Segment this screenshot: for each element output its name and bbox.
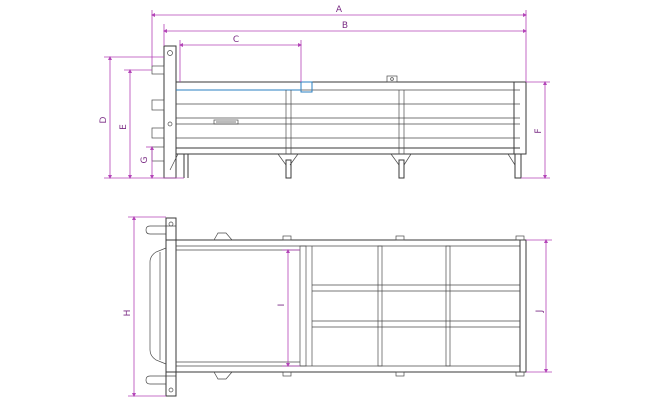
label-f: F	[534, 128, 544, 133]
dimension-j: J	[526, 239, 552, 373]
side-frame	[176, 75, 527, 155]
label-b: B	[342, 21, 348, 31]
label-g: G	[140, 156, 150, 163]
side-legs	[169, 153, 522, 179]
dimension-e: E	[119, 69, 152, 179]
dimension-c: C	[179, 35, 302, 82]
dimension-g: G	[140, 146, 154, 179]
dimension-d: D	[99, 56, 184, 179]
top-view: H I J	[123, 216, 552, 397]
top-hooks	[145, 217, 177, 397]
side-view: A B C D E	[99, 5, 550, 179]
dimension-b: B	[163, 21, 527, 46]
coupling-hook	[151, 45, 177, 179]
dimension-h: H	[123, 216, 166, 397]
label-h: H	[123, 310, 133, 317]
dimension-a: A	[151, 5, 527, 82]
label-e: E	[119, 124, 129, 130]
label-a: A	[336, 5, 343, 15]
dimension-i: I	[277, 249, 300, 367]
label-j: J	[535, 310, 545, 314]
dimension-f: F	[521, 81, 550, 179]
top-frame	[149, 232, 527, 380]
label-i: I	[277, 304, 287, 307]
label-d: D	[99, 116, 109, 123]
highlight-box	[300, 81, 313, 93]
label-c: C	[233, 35, 239, 45]
